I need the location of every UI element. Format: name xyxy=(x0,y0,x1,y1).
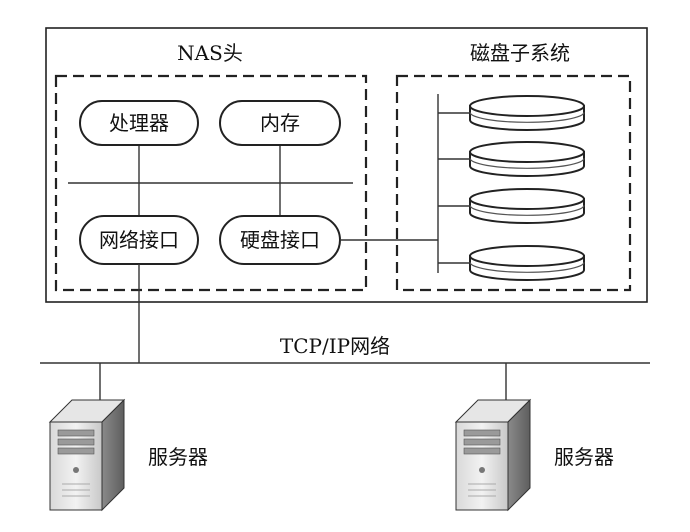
server-1: 服务器 xyxy=(48,398,208,512)
disk-subsystem-title: 磁盘子系统 xyxy=(470,41,570,65)
processor-label: 处理器 xyxy=(109,111,169,135)
disk-stack xyxy=(438,95,585,281)
network-interface-label: 网络接口 xyxy=(99,228,179,252)
tcpip-network-label: TCP/IP网络 xyxy=(280,334,390,358)
disk-2 xyxy=(438,141,585,177)
disk-1 xyxy=(438,95,585,131)
server-group: 服务器 服务器 xyxy=(48,398,614,512)
disk-subsystem-box xyxy=(395,74,632,292)
memory-label: 内存 xyxy=(260,111,300,135)
memory-node: 内存 xyxy=(219,100,341,146)
server-1-label: 服务器 xyxy=(148,445,208,469)
disk-3 xyxy=(438,188,585,224)
nas-device-frame xyxy=(45,27,648,303)
nas-head-title: NAS头 xyxy=(177,41,243,65)
server-2-label: 服务器 xyxy=(554,445,614,469)
server-2: 服务器 xyxy=(454,398,614,512)
nas-head-box xyxy=(54,74,368,292)
network-interface-node: 网络接口 xyxy=(79,215,199,265)
disk-interface-label: 硬盘接口 xyxy=(240,228,320,252)
processor-node: 处理器 xyxy=(79,100,199,146)
disk-4 xyxy=(438,245,585,281)
disk-interface-node: 硬盘接口 xyxy=(219,215,341,265)
